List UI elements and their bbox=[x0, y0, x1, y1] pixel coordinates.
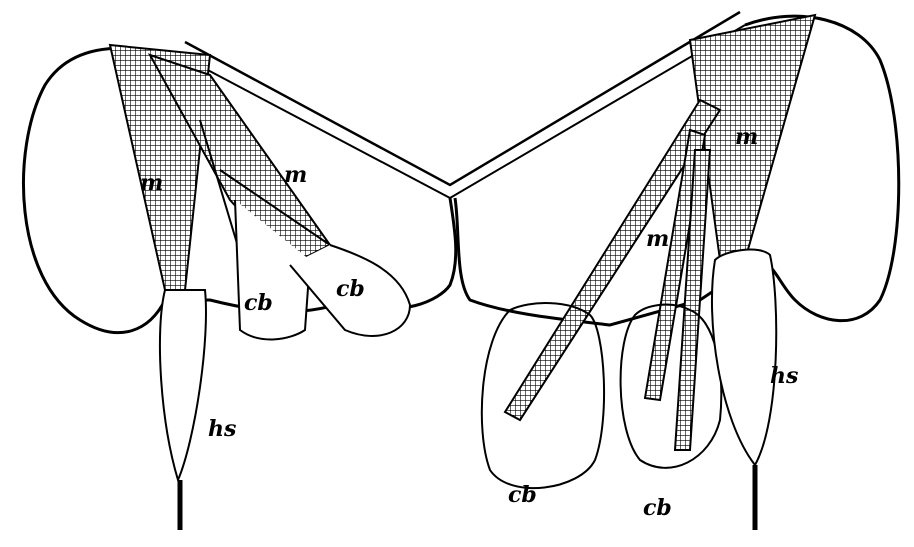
left-cb-2 bbox=[289, 244, 412, 337]
muscle-right-strand-1 bbox=[503, 98, 722, 422]
label-m-left-inner: m bbox=[284, 162, 308, 188]
label-cb-right-1: cb bbox=[508, 482, 537, 508]
label-hs-left: hs bbox=[208, 416, 237, 442]
right-hs bbox=[710, 248, 778, 467]
right-lobe bbox=[453, 14, 901, 327]
body-outline bbox=[184, 10, 741, 187]
left-hs bbox=[158, 289, 207, 483]
muscle-right-strand-3 bbox=[673, 149, 712, 451]
right-cb-2 bbox=[619, 303, 723, 469]
label-m-left-outer: m bbox=[140, 170, 164, 196]
label-m-right-inner: m bbox=[646, 226, 670, 252]
label-cb-left-2: cb bbox=[336, 276, 365, 302]
label-m-right-outer: m bbox=[735, 124, 759, 150]
muscle-right-strand-2 bbox=[643, 128, 707, 402]
label-hs-right: hs bbox=[770, 363, 799, 389]
right-cb-1 bbox=[480, 302, 606, 490]
left-cb-1 bbox=[234, 199, 311, 341]
label-cb-left-1: cb bbox=[244, 290, 273, 316]
left-lobe bbox=[22, 46, 458, 335]
label-cb-right-2: cb bbox=[643, 495, 672, 521]
